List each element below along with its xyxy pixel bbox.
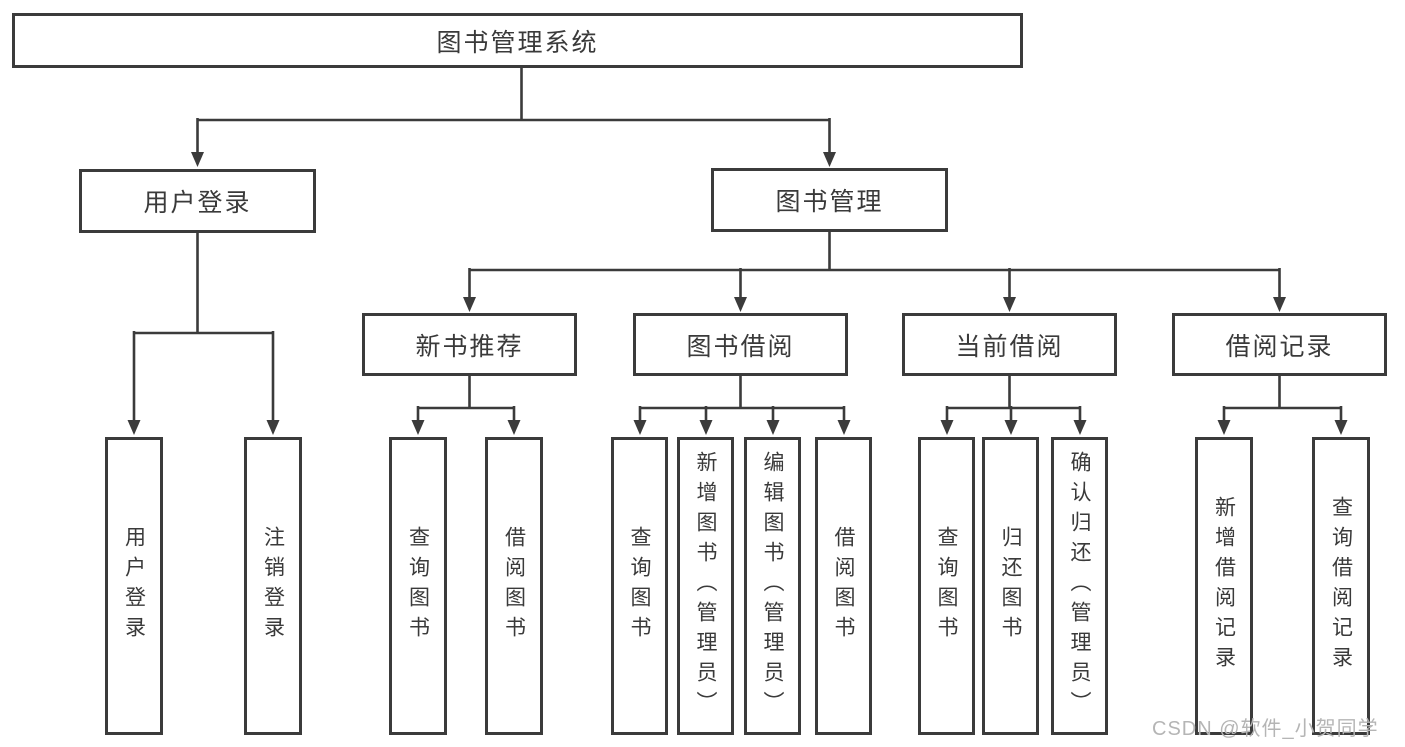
leaf-borrow-books-recommend: 借阅图书: [485, 437, 543, 735]
leaf-query-books-recommend-label: 查询图书: [406, 526, 430, 646]
leaf-add-books-admin-label: 新增图书（管理员）: [694, 451, 717, 721]
node-user-login-label: 用户登录: [143, 189, 252, 217]
node-library-system: 图书管理系统: [12, 13, 1023, 68]
leaf-user-login-label: 用户登录: [122, 526, 146, 646]
node-book-management-label: 图书管理: [775, 188, 884, 216]
leaf-query-books-borrow: 查询图书: [611, 437, 668, 735]
leaf-edit-books-admin: 编辑图书（管理员）: [744, 437, 801, 735]
leaf-confirm-return-admin-label: 确认归还（管理员）: [1068, 451, 1091, 721]
csdn-watermark: CSDN @软件_小贺同学: [1152, 718, 1379, 740]
node-current-borrow: 当前借阅: [902, 313, 1117, 376]
leaf-query-books-borrow-label: 查询图书: [628, 526, 651, 646]
node-book-borrow-label: 图书借阅: [686, 332, 795, 361]
leaf-user-login: 用户登录: [105, 437, 163, 735]
node-book-borrow: 图书借阅: [633, 313, 848, 376]
node-new-book-recommend: 新书推荐: [362, 313, 577, 376]
node-current-borrow-label: 当前借阅: [955, 332, 1064, 361]
node-borrow-records-label: 借阅记录: [1225, 332, 1334, 361]
leaf-confirm-return-admin: 确认归还（管理员）: [1051, 437, 1108, 735]
node-new-book-recommend-label: 新书推荐: [415, 332, 524, 361]
leaf-logout-login: 注销登录: [244, 437, 302, 735]
leaf-query-borrow-record: 查询借阅记录: [1312, 437, 1370, 735]
leaf-borrow-books-recommend-label: 借阅图书: [502, 526, 526, 646]
leaf-add-borrow-record-label: 新增借阅记录: [1212, 496, 1236, 676]
node-user-login: 用户登录: [79, 169, 316, 233]
node-book-management: 图书管理: [711, 168, 948, 232]
leaf-add-books-admin: 新增图书（管理员）: [677, 437, 734, 735]
leaf-borrow-books-label: 借阅图书: [832, 526, 855, 646]
node-library-system-label: 图书管理系统: [436, 28, 599, 57]
leaf-edit-books-admin-label: 编辑图书（管理员）: [761, 451, 784, 721]
leaf-borrow-books: 借阅图书: [815, 437, 872, 735]
leaf-return-books: 归还图书: [982, 437, 1039, 735]
leaf-query-books-current: 查询图书: [918, 437, 975, 735]
leaf-logout-login-label: 注销登录: [261, 526, 285, 646]
leaf-query-borrow-record-label: 查询借阅记录: [1329, 496, 1353, 676]
leaf-add-borrow-record: 新增借阅记录: [1195, 437, 1253, 735]
leaf-return-books-label: 归还图书: [999, 526, 1022, 646]
leaf-query-books-recommend: 查询图书: [389, 437, 447, 735]
node-borrow-records: 借阅记录: [1172, 313, 1387, 376]
leaf-query-books-current-label: 查询图书: [935, 526, 958, 646]
